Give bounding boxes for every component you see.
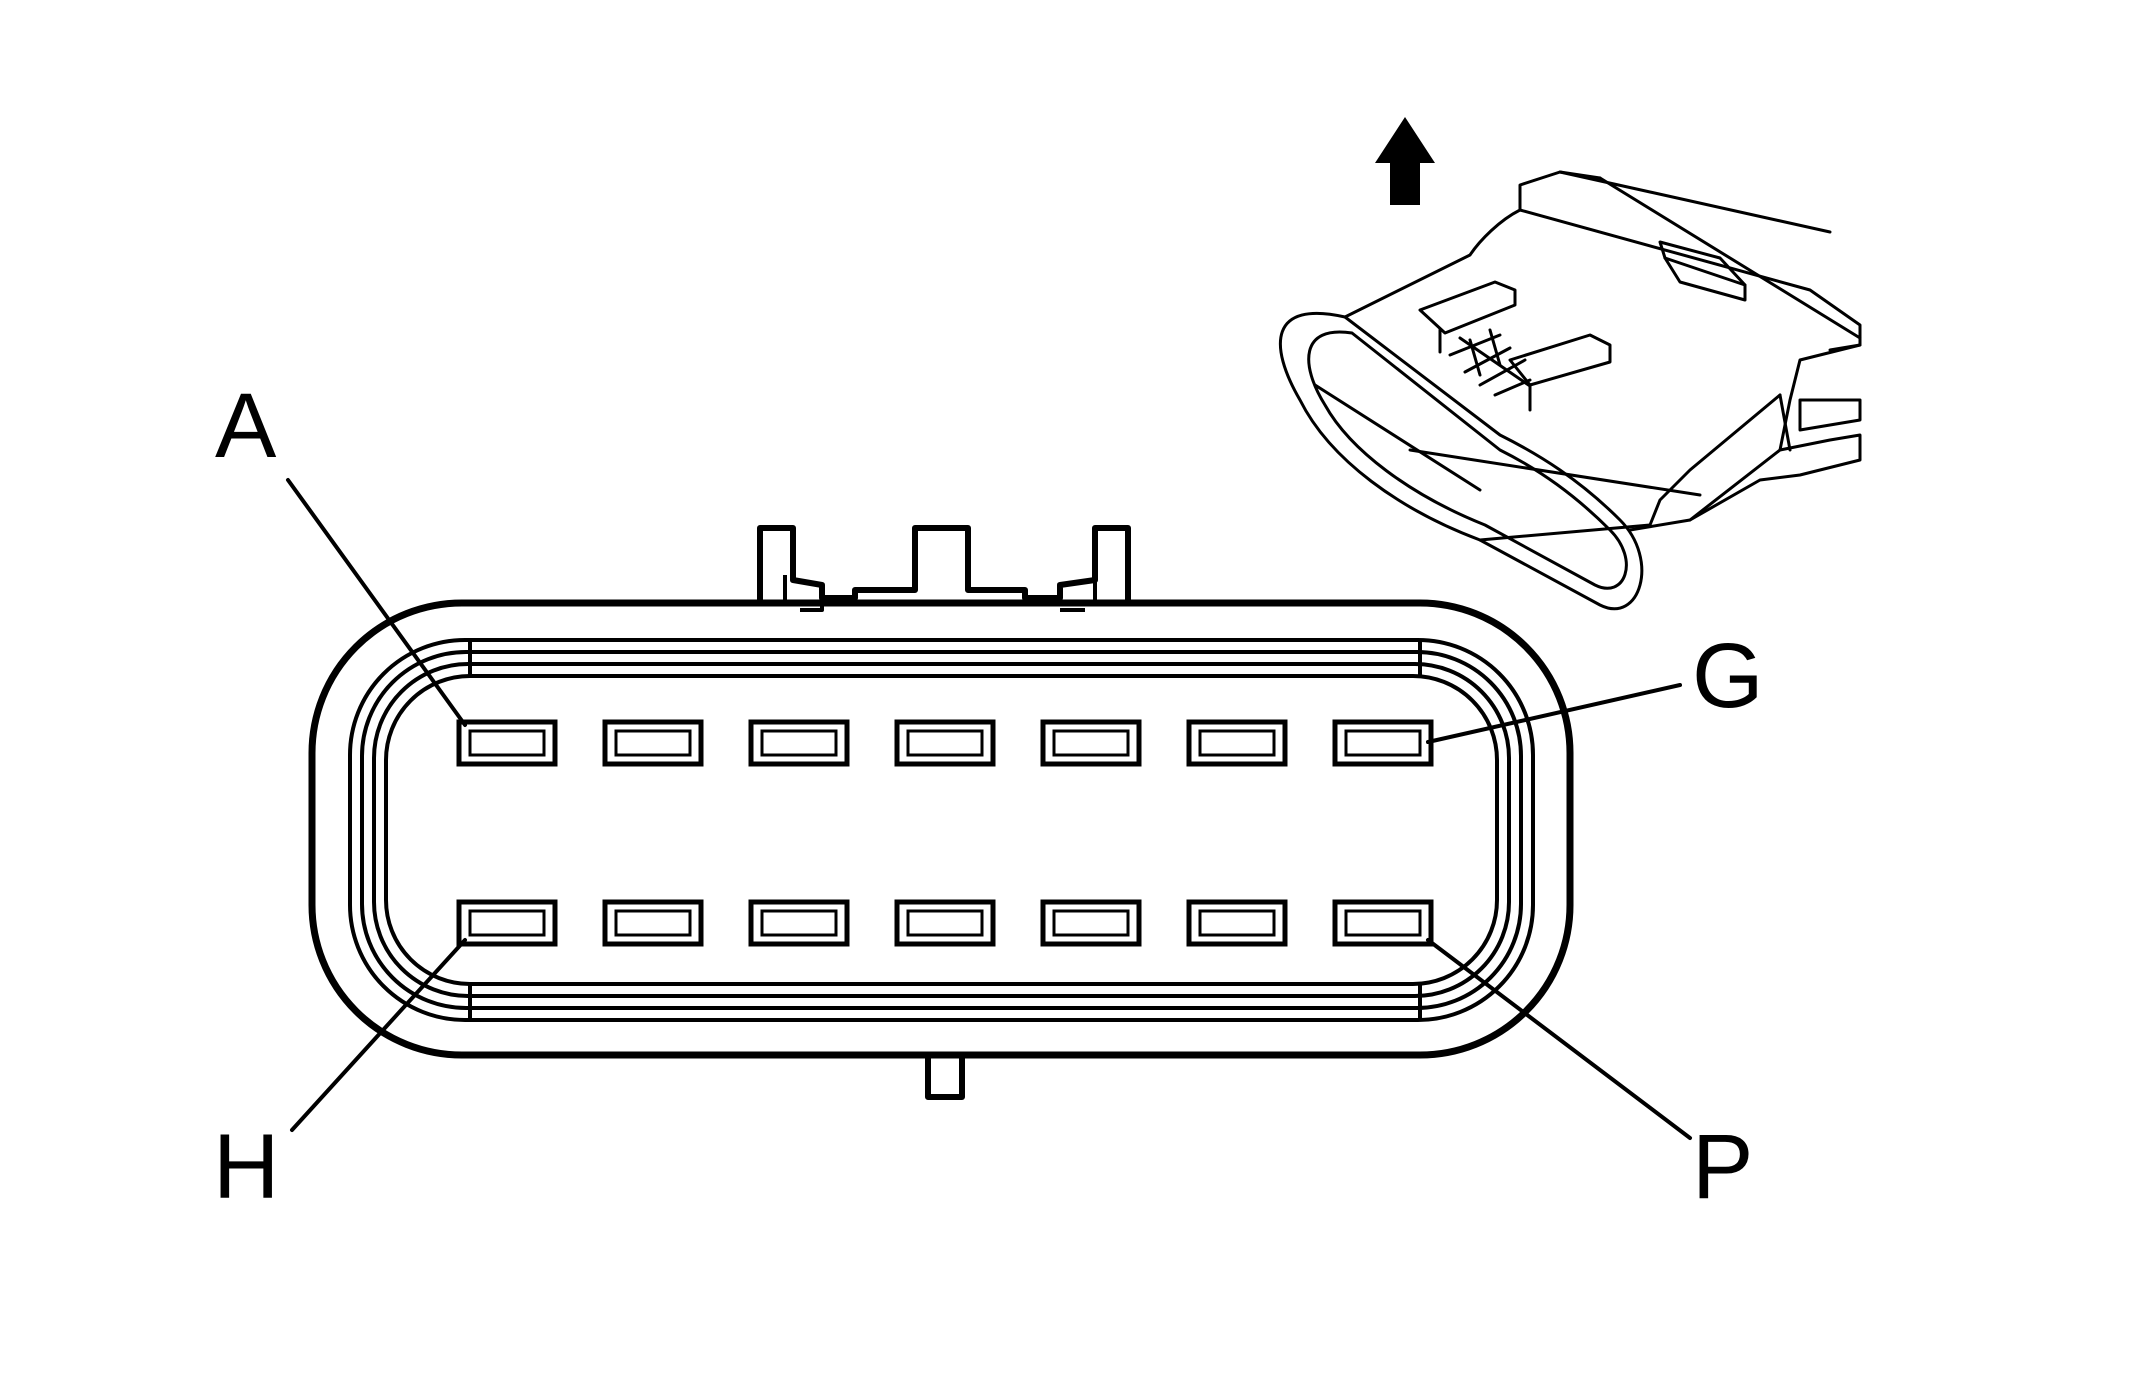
pin-h bbox=[456, 899, 558, 947]
connector-iso-view bbox=[1279, 170, 1862, 611]
pin-m bbox=[1040, 899, 1142, 947]
pin-c bbox=[748, 719, 850, 767]
connector-face bbox=[308, 525, 1574, 1100]
arrow-up-icon bbox=[1375, 117, 1435, 205]
leader-line-p bbox=[1426, 938, 1692, 1140]
pin-a bbox=[456, 719, 558, 767]
pin-n bbox=[1186, 899, 1288, 947]
pin-row-top bbox=[456, 719, 1434, 767]
leader-line-a bbox=[286, 478, 467, 727]
pin-f bbox=[1186, 719, 1288, 767]
pin-j bbox=[602, 899, 704, 947]
pin-l bbox=[894, 899, 996, 947]
pin-e bbox=[1040, 719, 1142, 767]
pin-row-bottom bbox=[456, 899, 1434, 947]
pin-label-p: P bbox=[1692, 1116, 1753, 1218]
leader-line-h bbox=[290, 938, 467, 1132]
leader-lines bbox=[286, 478, 1692, 1140]
pin-label-g: G bbox=[1692, 625, 1764, 727]
bottom-key bbox=[925, 1055, 965, 1100]
pin-d bbox=[894, 719, 996, 767]
connector-outer-shell bbox=[308, 599, 1574, 1059]
top-lock-tab bbox=[757, 525, 1131, 603]
pin-b bbox=[602, 719, 704, 767]
pin-k bbox=[748, 899, 850, 947]
pin-p bbox=[1332, 899, 1434, 947]
pin-label-a: A bbox=[215, 375, 277, 477]
leader-line-g bbox=[1426, 683, 1682, 744]
pin-g bbox=[1332, 719, 1434, 767]
pin-label-h: H bbox=[213, 1116, 279, 1218]
